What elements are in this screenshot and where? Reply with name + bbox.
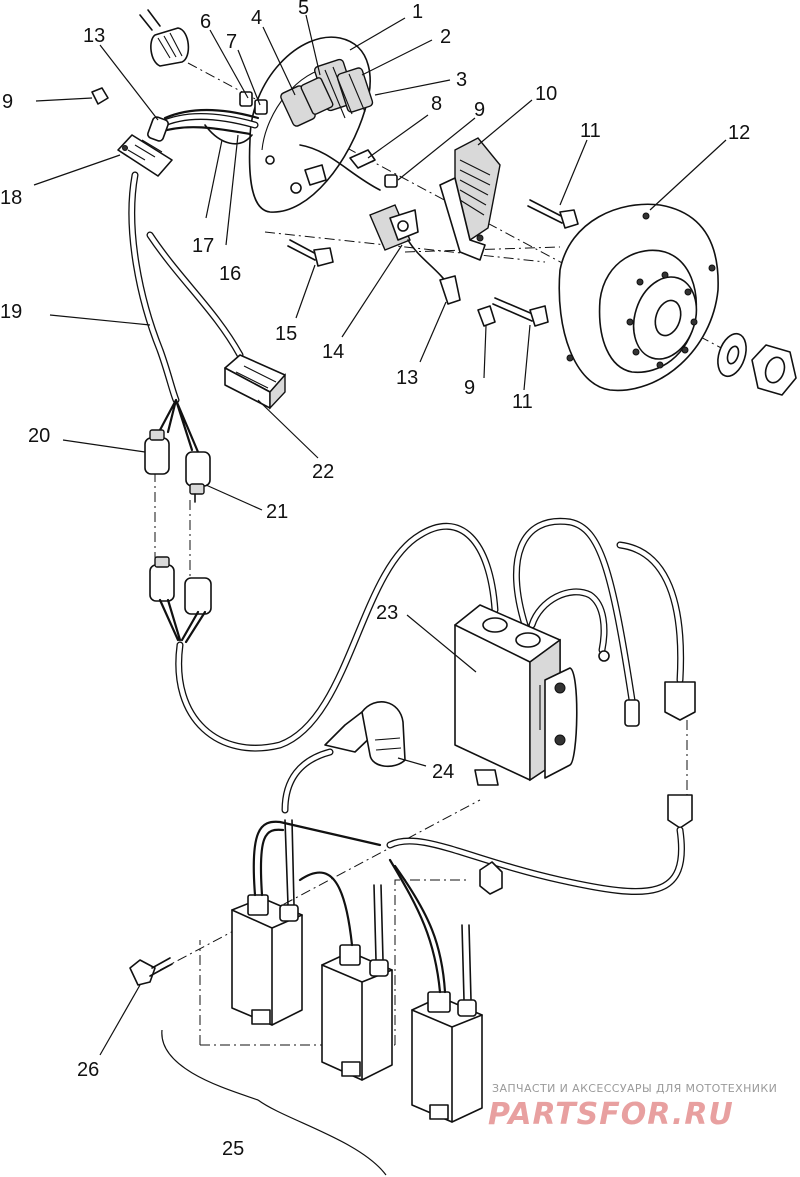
callout-1: 1 xyxy=(412,1,423,23)
callout-6: 6 xyxy=(200,11,211,33)
connectors-20-21 xyxy=(144,429,211,503)
callout-14: 14 xyxy=(322,341,344,363)
coil-1 xyxy=(231,819,303,1026)
main-harness xyxy=(128,171,244,454)
mating-connectors xyxy=(149,556,212,644)
callout-10: 10 xyxy=(535,83,557,105)
callout-2: 2 xyxy=(440,26,451,48)
callout-7: 7 xyxy=(226,31,237,53)
callout-24: 24 xyxy=(432,761,454,783)
bolts-11-15 xyxy=(287,199,579,327)
callout-19: 19 xyxy=(0,301,22,323)
washer-and-nut xyxy=(717,332,797,396)
callout-4: 4 xyxy=(251,7,262,29)
callout-21: 21 xyxy=(266,501,288,523)
flywheel-12 xyxy=(558,203,719,392)
regulator-10 xyxy=(439,137,501,261)
callout-9-upper: 9 xyxy=(474,99,485,121)
small-stator-parts xyxy=(91,87,496,327)
leader-lines xyxy=(33,14,727,1176)
callout-12: 12 xyxy=(728,122,750,144)
callout-16: 16 xyxy=(219,263,241,285)
pickup-coil xyxy=(369,204,461,305)
callout-5: 5 xyxy=(298,0,309,19)
callout-26: 26 xyxy=(77,1059,99,1081)
stator-harness xyxy=(147,108,260,145)
bolt-26 xyxy=(129,957,173,986)
spark-plug-cap xyxy=(281,701,406,814)
condenser xyxy=(139,9,190,67)
ignition-coils xyxy=(231,819,503,1123)
callout-13-lower: 13 xyxy=(396,367,418,389)
callout-22: 22 xyxy=(312,461,334,483)
watermark: ЗАПЧАСТИ И АКСЕССУАРЫ ДЛЯ МОТОТЕХНИКИ PA… xyxy=(488,1082,777,1132)
callout-15: 15 xyxy=(275,323,297,345)
terminal-block xyxy=(117,134,173,177)
cdi-harness xyxy=(175,517,696,895)
callout-18: 18 xyxy=(0,187,22,209)
callout-13-upper: 13 xyxy=(83,25,105,47)
callout-23: 23 xyxy=(376,602,398,624)
callout-20: 20 xyxy=(28,425,50,447)
stator-coils xyxy=(280,58,374,127)
coil-3 xyxy=(411,924,483,1123)
callout-9-lower: 9 xyxy=(464,377,475,399)
watermark-tagline: ЗАПЧАСТИ И АКСЕССУАРЫ ДЛЯ МОТОТЕХНИКИ xyxy=(492,1082,777,1095)
stator-plate xyxy=(248,36,371,213)
callout-8: 8 xyxy=(431,93,442,115)
coil-2 xyxy=(321,884,393,1081)
callout-25: 25 xyxy=(222,1138,244,1160)
callout-9-left: 9 xyxy=(2,91,13,113)
callout-11-upper: 11 xyxy=(580,120,601,142)
callout-3: 3 xyxy=(456,69,467,91)
watermark-logo: PARTSFOR.RU xyxy=(488,1097,734,1132)
callout-17: 17 xyxy=(192,235,214,257)
plug-connector xyxy=(224,354,286,410)
cdi-box xyxy=(454,604,578,786)
callout-11-lower: 11 xyxy=(512,391,533,413)
callout-labels: 1 2 3 4 5 6 7 8 9 9 9 10 11 11 12 13 13 … xyxy=(0,0,750,1160)
